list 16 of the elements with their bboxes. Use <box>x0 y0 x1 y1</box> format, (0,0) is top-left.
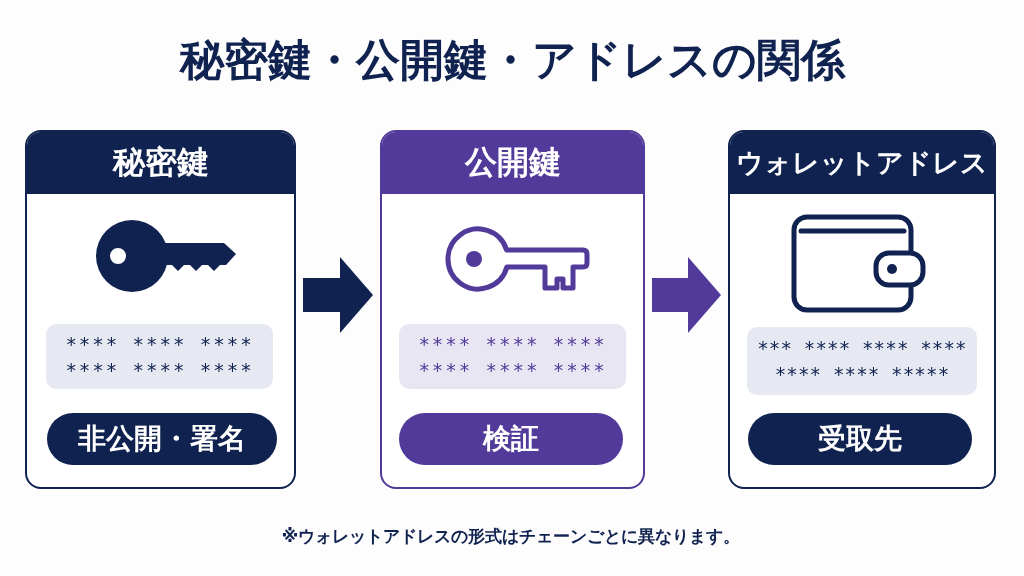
role-pill: 検証 <box>399 413 623 465</box>
masked-key-text: **** **** **** **** **** **** <box>46 324 273 389</box>
masked-key-text: **** **** **** **** **** **** <box>399 324 626 389</box>
footnote: ※ウォレットアドレスの形式はチェーンごとに異なります。 <box>281 525 741 548</box>
title: 秘密鍵・公開鍵・アドレスの関係 <box>179 33 845 87</box>
card <box>728 130 996 489</box>
role-pill: 非公開・署名 <box>47 413 277 465</box>
card-header: 公開鍵 <box>382 132 643 194</box>
card <box>380 130 645 489</box>
card-header: 秘密鍵 <box>27 132 294 194</box>
role-pill: 受取先 <box>748 413 972 465</box>
arrow <box>303 257 373 333</box>
card-header: ウォレットアドレス <box>730 132 994 194</box>
arrow <box>652 257 721 333</box>
masked-key-text: *** **** **** **** **** **** ***** <box>747 327 977 395</box>
card <box>25 130 296 489</box>
